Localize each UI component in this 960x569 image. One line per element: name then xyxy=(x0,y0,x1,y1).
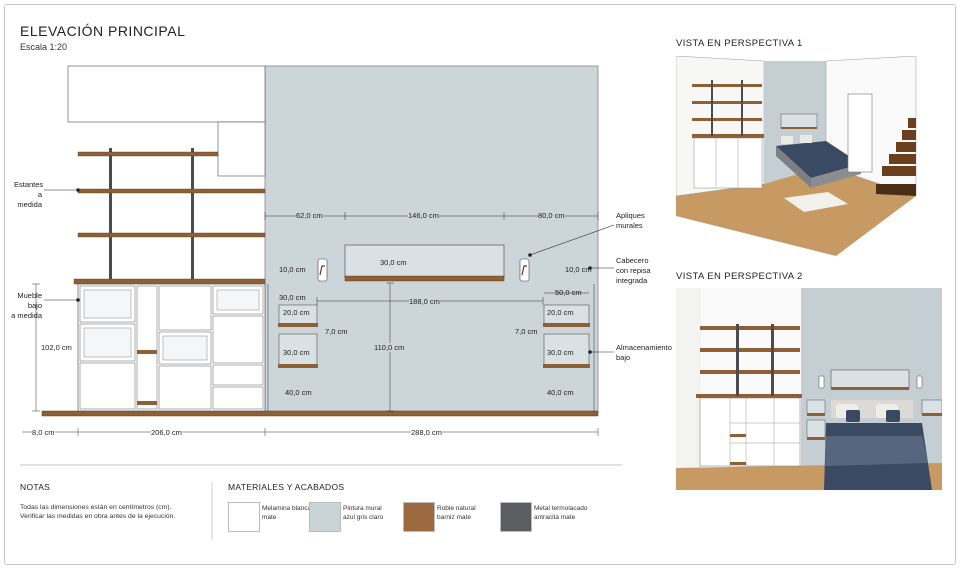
dim-20-right: 20,0 cm xyxy=(547,308,574,317)
perspective-view-1 xyxy=(676,56,917,256)
swatch-metal xyxy=(500,502,532,532)
headboard-shelf xyxy=(344,244,505,282)
dim-80: 80,0 cm xyxy=(538,211,565,220)
dim-10-right: 10,0 cm xyxy=(565,265,592,274)
view-1-title: VISTA EN PERSPECTIVA 1 xyxy=(676,38,803,49)
floor-strip xyxy=(41,410,599,417)
metal-upright xyxy=(191,148,194,281)
dim-7-left: 7,0 cm xyxy=(325,327,348,336)
swatch-white-melamine xyxy=(228,502,260,532)
dim-50: 50,0 cm xyxy=(555,288,582,297)
low-cabinet xyxy=(77,283,266,412)
perspective-view-2 xyxy=(676,288,942,490)
dim-8: 8,0 cm xyxy=(32,428,55,437)
dim-10-left: 10,0 cm xyxy=(279,265,306,274)
wall-lamp-left xyxy=(317,258,328,282)
dim-62: 62,0 cm xyxy=(296,211,323,220)
materials-title: MATERIALES Y ACABADOS xyxy=(228,482,345,492)
wall-lamp-right xyxy=(519,258,530,282)
view-2-title: VISTA EN PERSPECTIVA 2 xyxy=(676,271,803,282)
dim-30-right-lower: 30,0 cm xyxy=(547,348,574,357)
oak-shelf xyxy=(77,232,266,238)
notes-text: Todas las dimensiones están en centímetr… xyxy=(20,504,176,520)
dim-40-right: 40,0 cm xyxy=(547,388,574,397)
dim-7-right: 7,0 cm xyxy=(515,327,538,336)
dim-30-headboard: 30,0 cm xyxy=(380,258,407,267)
dim-206: 206,0 cm xyxy=(151,428,182,437)
nightstand-right xyxy=(543,304,590,368)
page-title: ELEVACIÓN PRINCIPAL xyxy=(20,23,186,39)
oak-shelf xyxy=(77,151,219,157)
shelving-system xyxy=(73,148,266,285)
dim-288: 288,0 cm xyxy=(411,428,442,437)
dim-30-left-lower: 30,0 cm xyxy=(283,348,310,357)
dim-110: 110,0 cm xyxy=(374,343,405,352)
metal-upright xyxy=(109,148,112,281)
swatch-oak xyxy=(403,502,435,532)
sheet-frame xyxy=(4,4,956,565)
dim-20-left: 20,0 cm xyxy=(283,308,310,317)
swatch-wall-paint xyxy=(309,502,341,532)
dim-146: 146,0 cm xyxy=(408,211,439,220)
scale-label: Escala 1:20 xyxy=(20,42,68,52)
upper-cabinet xyxy=(217,121,266,177)
dim-30-left: 30,0 cm xyxy=(279,293,306,302)
left-wall xyxy=(67,65,266,123)
oak-shelf xyxy=(77,188,266,194)
painted-wall xyxy=(264,65,599,414)
dim-40-left: 40,0 cm xyxy=(285,388,312,397)
dim-102: 102,0 cm xyxy=(41,343,72,352)
dim-188: 188,0 cm xyxy=(409,297,440,306)
notes-title: NOTAS xyxy=(20,482,51,492)
oak-shelf xyxy=(73,278,266,285)
nightstand-left xyxy=(278,304,318,368)
